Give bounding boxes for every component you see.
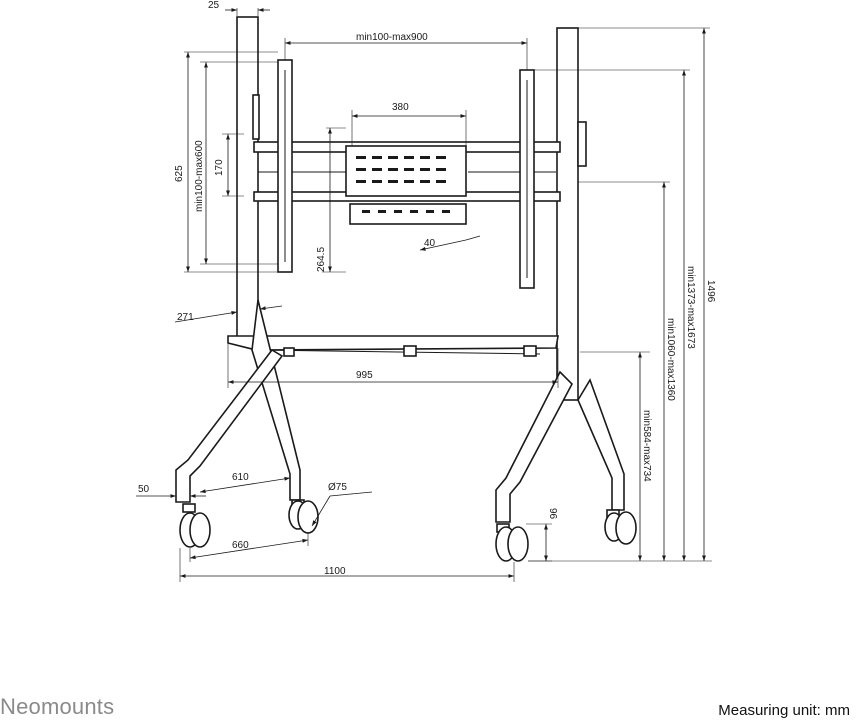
- dim-shelf-height: min584-max734: [641, 410, 652, 482]
- plate-profile: [349, 203, 467, 225]
- dim-foot-offset: 50: [138, 484, 150, 495]
- dim-vesa-width: min100-max900: [356, 32, 428, 43]
- plate-slots: [356, 156, 446, 183]
- dim-foot-width: 610: [232, 472, 249, 483]
- right-handle: [577, 121, 587, 167]
- dim-plate-width: 380: [392, 102, 409, 113]
- dim-caster-spacing: 660: [232, 540, 249, 551]
- caster-rear-left: [288, 499, 319, 534]
- dim-plate-depth: 40: [424, 238, 436, 249]
- dimension-lines: [136, 8, 712, 582]
- dim-caster-height: 96: [547, 508, 558, 520]
- dim-caster-diameter: Ø75: [328, 482, 347, 493]
- unit-note: Measuring unit: mm: [718, 702, 850, 719]
- shelf: [227, 335, 559, 351]
- dim-plate-height: 170: [214, 159, 225, 176]
- dim-post-width: 25: [208, 0, 220, 11]
- stand: [175, 16, 637, 562]
- caster-rear-right: [604, 509, 637, 545]
- right-front-leg: [495, 370, 573, 523]
- right-post: [556, 27, 579, 401]
- dim-base-width: 1100: [324, 566, 346, 577]
- dim-center-height: min1060-max1360: [665, 318, 676, 401]
- left-leg: [251, 299, 301, 501]
- dim-vesa-height: min100-max600: [194, 140, 205, 212]
- dim-shelf-width: 995: [356, 370, 373, 381]
- dim-plate-drop: 264.5: [316, 247, 327, 272]
- left-front-leg: [175, 348, 284, 503]
- left-post: [236, 16, 259, 338]
- dim-shelf-offset: 271: [177, 312, 194, 323]
- left-handle: [252, 94, 260, 140]
- dim-bracket-height: 625: [174, 165, 185, 182]
- right-leg: [577, 378, 625, 511]
- caster-front-left: [179, 503, 211, 548]
- dim-top-height: min1373-max1673: [685, 266, 696, 349]
- brand-logo: Neomounts: [0, 694, 115, 719]
- caster-front-right: [495, 523, 529, 562]
- dim-total-height: 1496: [705, 280, 716, 303]
- dimension-labels: 25 min100-max900 380 625 min100-max600 1…: [138, 0, 716, 577]
